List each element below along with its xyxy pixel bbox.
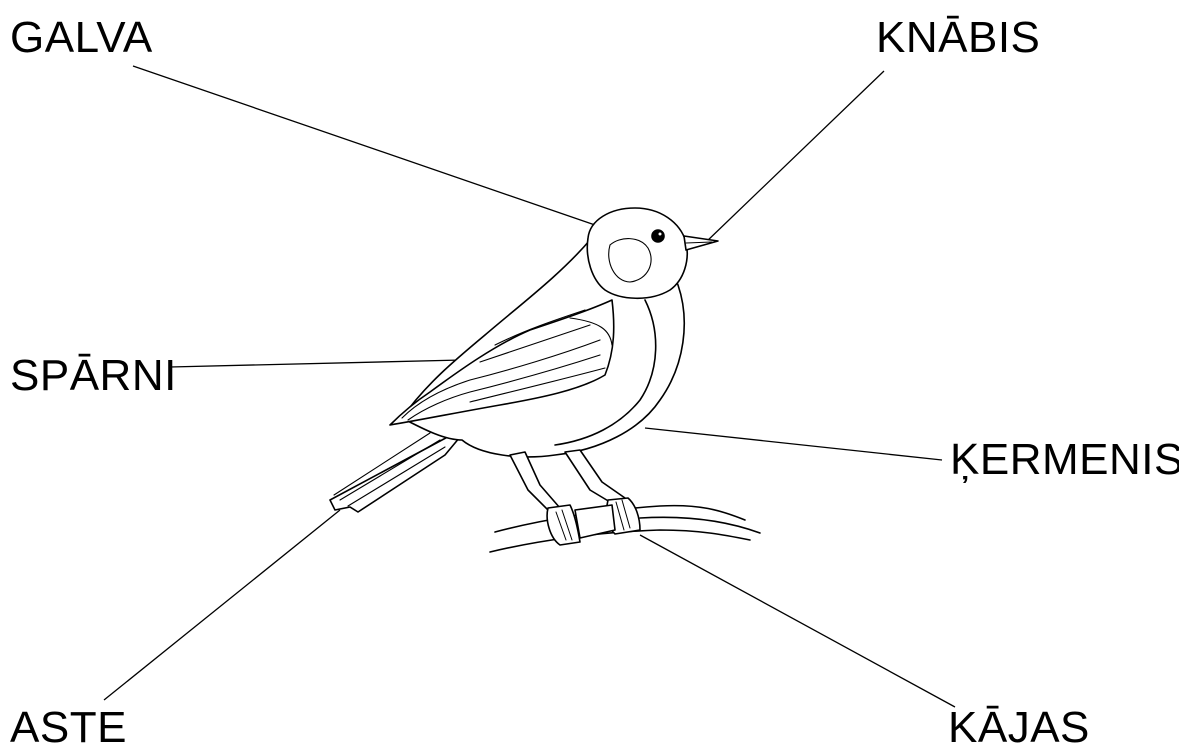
label-aste: ASTE [10, 703, 127, 752]
label-knabis: KNĀBIS [876, 13, 1041, 62]
leader-lines [103, 65, 956, 708]
bird-tail [329, 424, 471, 513]
bird-feet [546, 497, 641, 546]
leader-line-aste [103, 509, 341, 701]
bird-head [586, 207, 688, 300]
leader-line-knabis [704, 70, 885, 244]
bird-eye [651, 229, 665, 243]
bird-belly-line [554, 299, 657, 446]
cheek-patch [608, 238, 652, 283]
label-sparni: SPĀRNI [10, 351, 177, 400]
leader-line-kajas [639, 534, 956, 708]
tail-feathers [333, 432, 446, 507]
bird-legs [509, 449, 626, 513]
leader-line-galva [132, 65, 596, 226]
label-kajas: KĀJAS [948, 703, 1090, 752]
branch [489, 504, 761, 553]
label-kermenis: ĶERMENIS [950, 435, 1179, 484]
bird-beak [683, 235, 719, 251]
label-galva: GALVA [10, 13, 153, 62]
leader-line-kermenis [644, 427, 943, 461]
wing-feathers [401, 309, 613, 421]
leader-line-sparni [169, 359, 463, 368]
bird-illustration [329, 207, 761, 553]
